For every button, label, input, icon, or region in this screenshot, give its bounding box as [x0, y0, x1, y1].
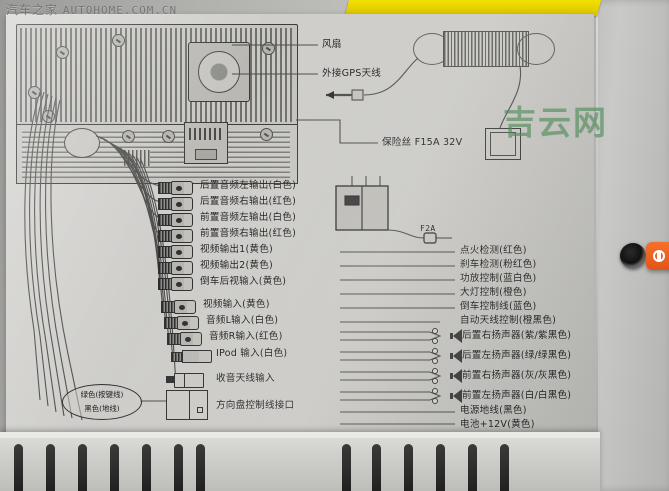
- board-connector-block: [184, 122, 228, 164]
- label-rear-audio-left-out: 后置音频左输出(白色): [200, 180, 297, 191]
- label-front-audio-right-out: 前置音频右输出(红色): [200, 228, 297, 239]
- speaker-icon: [440, 329, 462, 343]
- rca-plug: [161, 300, 196, 314]
- speaker-icon: [440, 389, 462, 403]
- rca-plug: [158, 181, 193, 195]
- label-power-ground: 电源地线(黑色): [460, 405, 527, 416]
- rca-plug: [158, 261, 193, 275]
- head-unit-illustration: [16, 24, 298, 184]
- radio-antenna-plug-icon: [166, 373, 204, 388]
- autohome-watermark-cn: 汽车之家: [6, 3, 59, 17]
- label-audio-r-in: 音频R输入(红色): [209, 331, 283, 342]
- panel-seam: [596, 0, 598, 491]
- speaker-icon: [440, 349, 462, 363]
- label-ipod-in: IPod 输入(白色): [216, 348, 288, 359]
- autohome-watermark-en: AUTOHOME.COM.CN: [62, 4, 178, 17]
- label-audio-l-in: 音频L输入(白色): [206, 315, 279, 326]
- label-video-out-1: 视频输出1(黄色): [200, 244, 273, 255]
- label-auto-antenna-control: 自动天线控制(橙黑色): [460, 315, 557, 326]
- rca-plug: [167, 332, 202, 346]
- rca-plug: [158, 197, 193, 211]
- callout-fan: 风扇: [322, 39, 342, 50]
- rca-plug: [158, 213, 193, 227]
- cooling-fan-icon: [188, 42, 250, 102]
- ipod-plug-icon: [171, 350, 212, 363]
- orange-tool-handle: [646, 242, 669, 270]
- callout-main-fuse: 保险丝 F15A 32V: [382, 137, 463, 148]
- device-vent-lip: [0, 432, 600, 438]
- note-line-green: 绿色(按键线): [80, 390, 124, 399]
- callout-fuse-f2a: F2A: [420, 224, 436, 233]
- label-front-left-speaker: 前置左扬声器(白/白黑色): [462, 390, 572, 401]
- label-rear-audio-right-out: 后置音频右输出(红色): [200, 196, 297, 207]
- label-amp-control: 功放控制(蓝白色): [460, 273, 537, 284]
- steering-wire-note: 绿色(按键线) 黑色(地线): [62, 384, 142, 420]
- label-front-audio-left-out: 前置音频左输出(白色): [200, 212, 297, 223]
- label-ignition-detect: 点火检测(红色): [460, 245, 527, 256]
- label-rear-left-speaker: 后置左扬声器(绿/绿黑色): [462, 350, 572, 361]
- rca-plug: [164, 316, 199, 330]
- gps-antenna-coil: [413, 31, 555, 67]
- label-reverse-control: 倒车控制线(蓝色): [460, 301, 537, 312]
- jiyun-watermark: 吉云网: [503, 103, 608, 142]
- device-vent-base: [0, 432, 600, 491]
- label-video-in: 视频输入(黄色): [203, 299, 270, 310]
- note-line-black: 黑色(地线): [84, 404, 120, 413]
- steering-wheel-connector-icon: [166, 390, 208, 420]
- label-front-right-speaker: 前置右扬声器(灰/灰黑色): [462, 370, 572, 381]
- label-brake-detect: 刹车检测(粉红色): [460, 259, 537, 270]
- label-headlight-control: 大灯控制(橙色): [460, 287, 527, 298]
- label-rear-right-speaker: 后置右扬声器(紫/紫黑色): [462, 330, 572, 341]
- gps-antenna-puck: [485, 128, 521, 160]
- panel-hole: [620, 243, 646, 269]
- rca-plug: [158, 229, 193, 243]
- label-radio-antenna-in: 收音天线输入: [216, 373, 275, 384]
- label-video-out-2: 视频输出2(黄色): [200, 260, 273, 271]
- autohome-watermark: 汽车之家 AUTOHOME.COM.CN: [6, 1, 177, 18]
- rca-plug: [158, 277, 193, 291]
- label-battery-12v: 电池+12V(黄色): [460, 419, 535, 430]
- callout-gps-antenna: 外接GPS天线: [322, 68, 382, 79]
- rca-plug: [158, 245, 193, 259]
- label-steering-wheel-port: 方向盘控制线接口: [216, 400, 295, 411]
- label-reverse-camera-in: 倒车后视输入(黄色): [200, 276, 287, 287]
- speaker-icon: [440, 369, 462, 383]
